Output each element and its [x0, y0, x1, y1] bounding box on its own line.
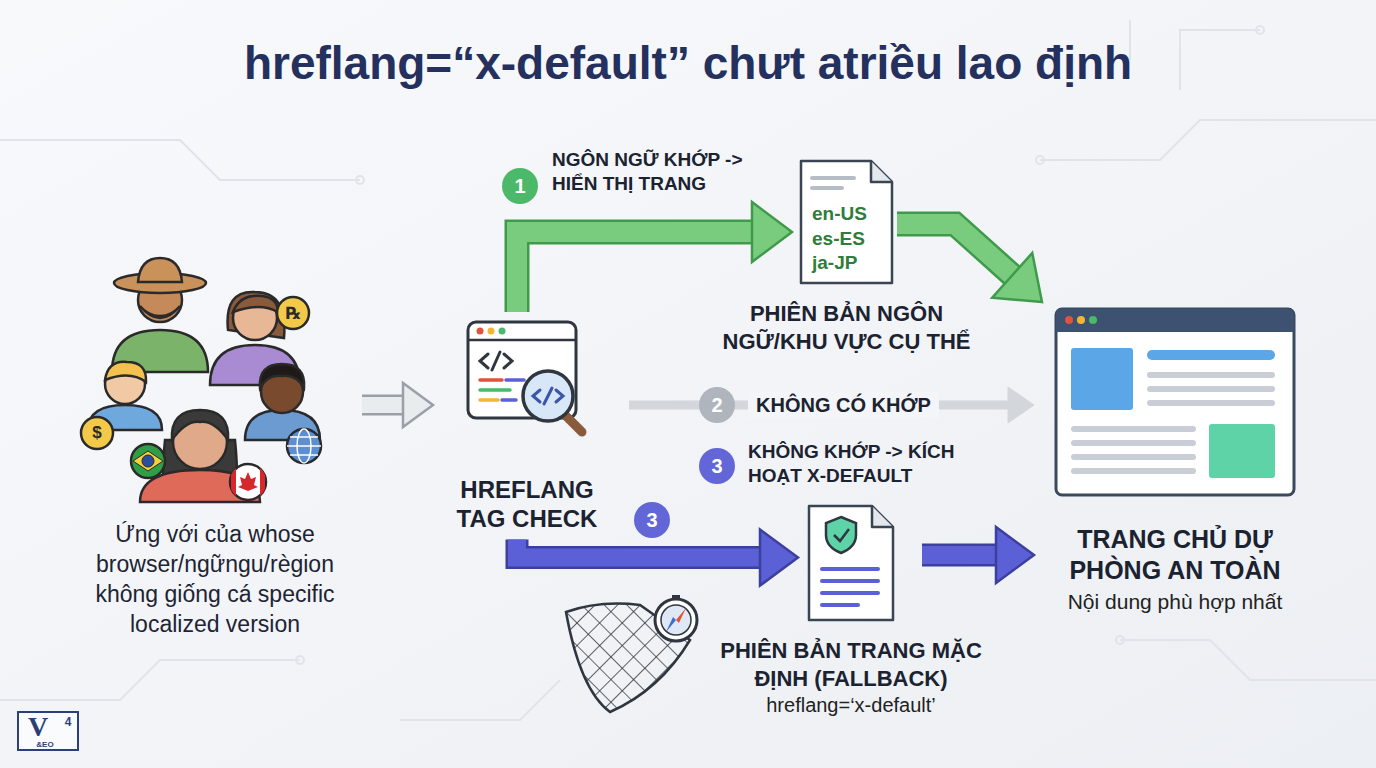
arrow-shaft	[897, 224, 1014, 277]
edge-label: KHÔNG CÓ KHỚP	[748, 392, 939, 418]
arrow-shaft	[517, 540, 762, 558]
coin-symbol: ℞	[285, 303, 300, 324]
arrow-head	[752, 202, 792, 262]
node-caption: HREFLANG TAG CHECK	[437, 476, 617, 534]
arrow-shaft	[362, 397, 405, 413]
callout-number: 2	[699, 387, 735, 423]
fallback-document: PHIÊN BẢN TRANG MẶC ĐỊNH (FALLBACK)hrefl…	[806, 503, 896, 623]
arrow-outline	[517, 232, 754, 312]
locale-code: en-US	[812, 202, 895, 227]
arrow-shaft	[922, 546, 998, 564]
flow-arrow	[517, 530, 798, 586]
node-text: HREFLANG TAG CHECK	[437, 476, 617, 534]
node-text: PHIÊN BẢN TRANG MẶC ĐỊNH (FALLBACK)	[691, 637, 1011, 692]
arrow-head	[1008, 387, 1034, 423]
arrow-outline	[362, 395, 405, 416]
node-text: Nội dung phù hợp nhất	[1048, 587, 1302, 616]
people-illustration	[81, 258, 321, 502]
flow-arrow	[897, 224, 1042, 302]
flow-arrow	[629, 387, 1034, 423]
coin-symbol: $	[92, 423, 101, 443]
arrow-head	[992, 253, 1042, 302]
browser-window-icon	[1053, 306, 1297, 498]
audience-group: Ứng với của whose browser/ngữngu/règion …	[70, 262, 360, 640]
document-caption: PHIÊN BẢN NGÔN NGỮ/KHU VỰC CỤ THỂ	[697, 300, 997, 355]
arrow-head	[760, 530, 798, 586]
locale-code: es-ES	[812, 227, 895, 252]
flow-arrow	[922, 527, 1034, 583]
arrow-head	[996, 527, 1034, 583]
locale-code: ja-JP	[812, 251, 895, 276]
logo-letter: V	[28, 711, 48, 743]
node-text: PHIÊN BẢN NGÔN NGỮ/KHU VỰC CỤ THỂ	[697, 300, 997, 355]
illustration-space	[70, 262, 360, 520]
node-text: Ứng với của whose browser/ngữngu/règion …	[70, 520, 360, 640]
logo-box	[18, 712, 78, 750]
node-text: TRANG CHỦ DỰ PHÒNG AN TOÀN	[1048, 524, 1302, 587]
arrow-outline	[922, 544, 998, 567]
hreflang-check: HREFLANG TAG CHECK	[437, 318, 617, 534]
callout-number: 3	[634, 502, 670, 538]
callout-number: 1	[502, 168, 538, 204]
callout-number: 3	[699, 448, 735, 484]
diagram-title: hreflang=“x-default” chưt atriều lao địn…	[0, 36, 1376, 90]
document-body: en-USes-ESja-JP	[798, 158, 895, 276]
node-caption: TRANG CHỦ DỰ PHÒNG AN TOÀNNội dung phù h…	[1048, 524, 1302, 616]
document-body	[806, 503, 896, 547]
flow-arrow	[517, 202, 792, 312]
document-shape	[806, 503, 896, 623]
edge-label: NGÔN NGỮ KHỚP -> HIỂN THỊ TRANG	[552, 148, 767, 196]
arrow-outline	[897, 224, 1014, 277]
logo-number: 4	[65, 715, 72, 729]
edge-label: KHÔNG KHỚP -> KÍCH HOẠT X-DEFAULT	[748, 440, 1000, 488]
net-illustration	[566, 595, 697, 712]
browser-window: TRANG CHỦ DỰ PHÒNG AN TOÀNNội dung phù h…	[1048, 306, 1302, 616]
logo-text: &EO	[36, 740, 53, 749]
node-caption: Ứng với của whose browser/ngữngu/règion …	[70, 520, 360, 640]
circuit-lines	[0, 20, 1376, 720]
localized-document: en-USes-ESja-JPPHIÊN BẢN NGÔN NGỮ/KHU VỰ…	[798, 158, 895, 286]
code-window-icon	[464, 318, 590, 438]
document-caption: PHIÊN BẢN TRANG MẶC ĐỊNH (FALLBACK)hrefl…	[691, 637, 1011, 718]
node-text: hreflang=‘x-default’	[691, 692, 1011, 718]
arrow-head	[403, 383, 433, 427]
arrow-outline	[517, 540, 762, 558]
arrow-shaft	[517, 232, 754, 312]
flow-arrow	[362, 383, 433, 427]
